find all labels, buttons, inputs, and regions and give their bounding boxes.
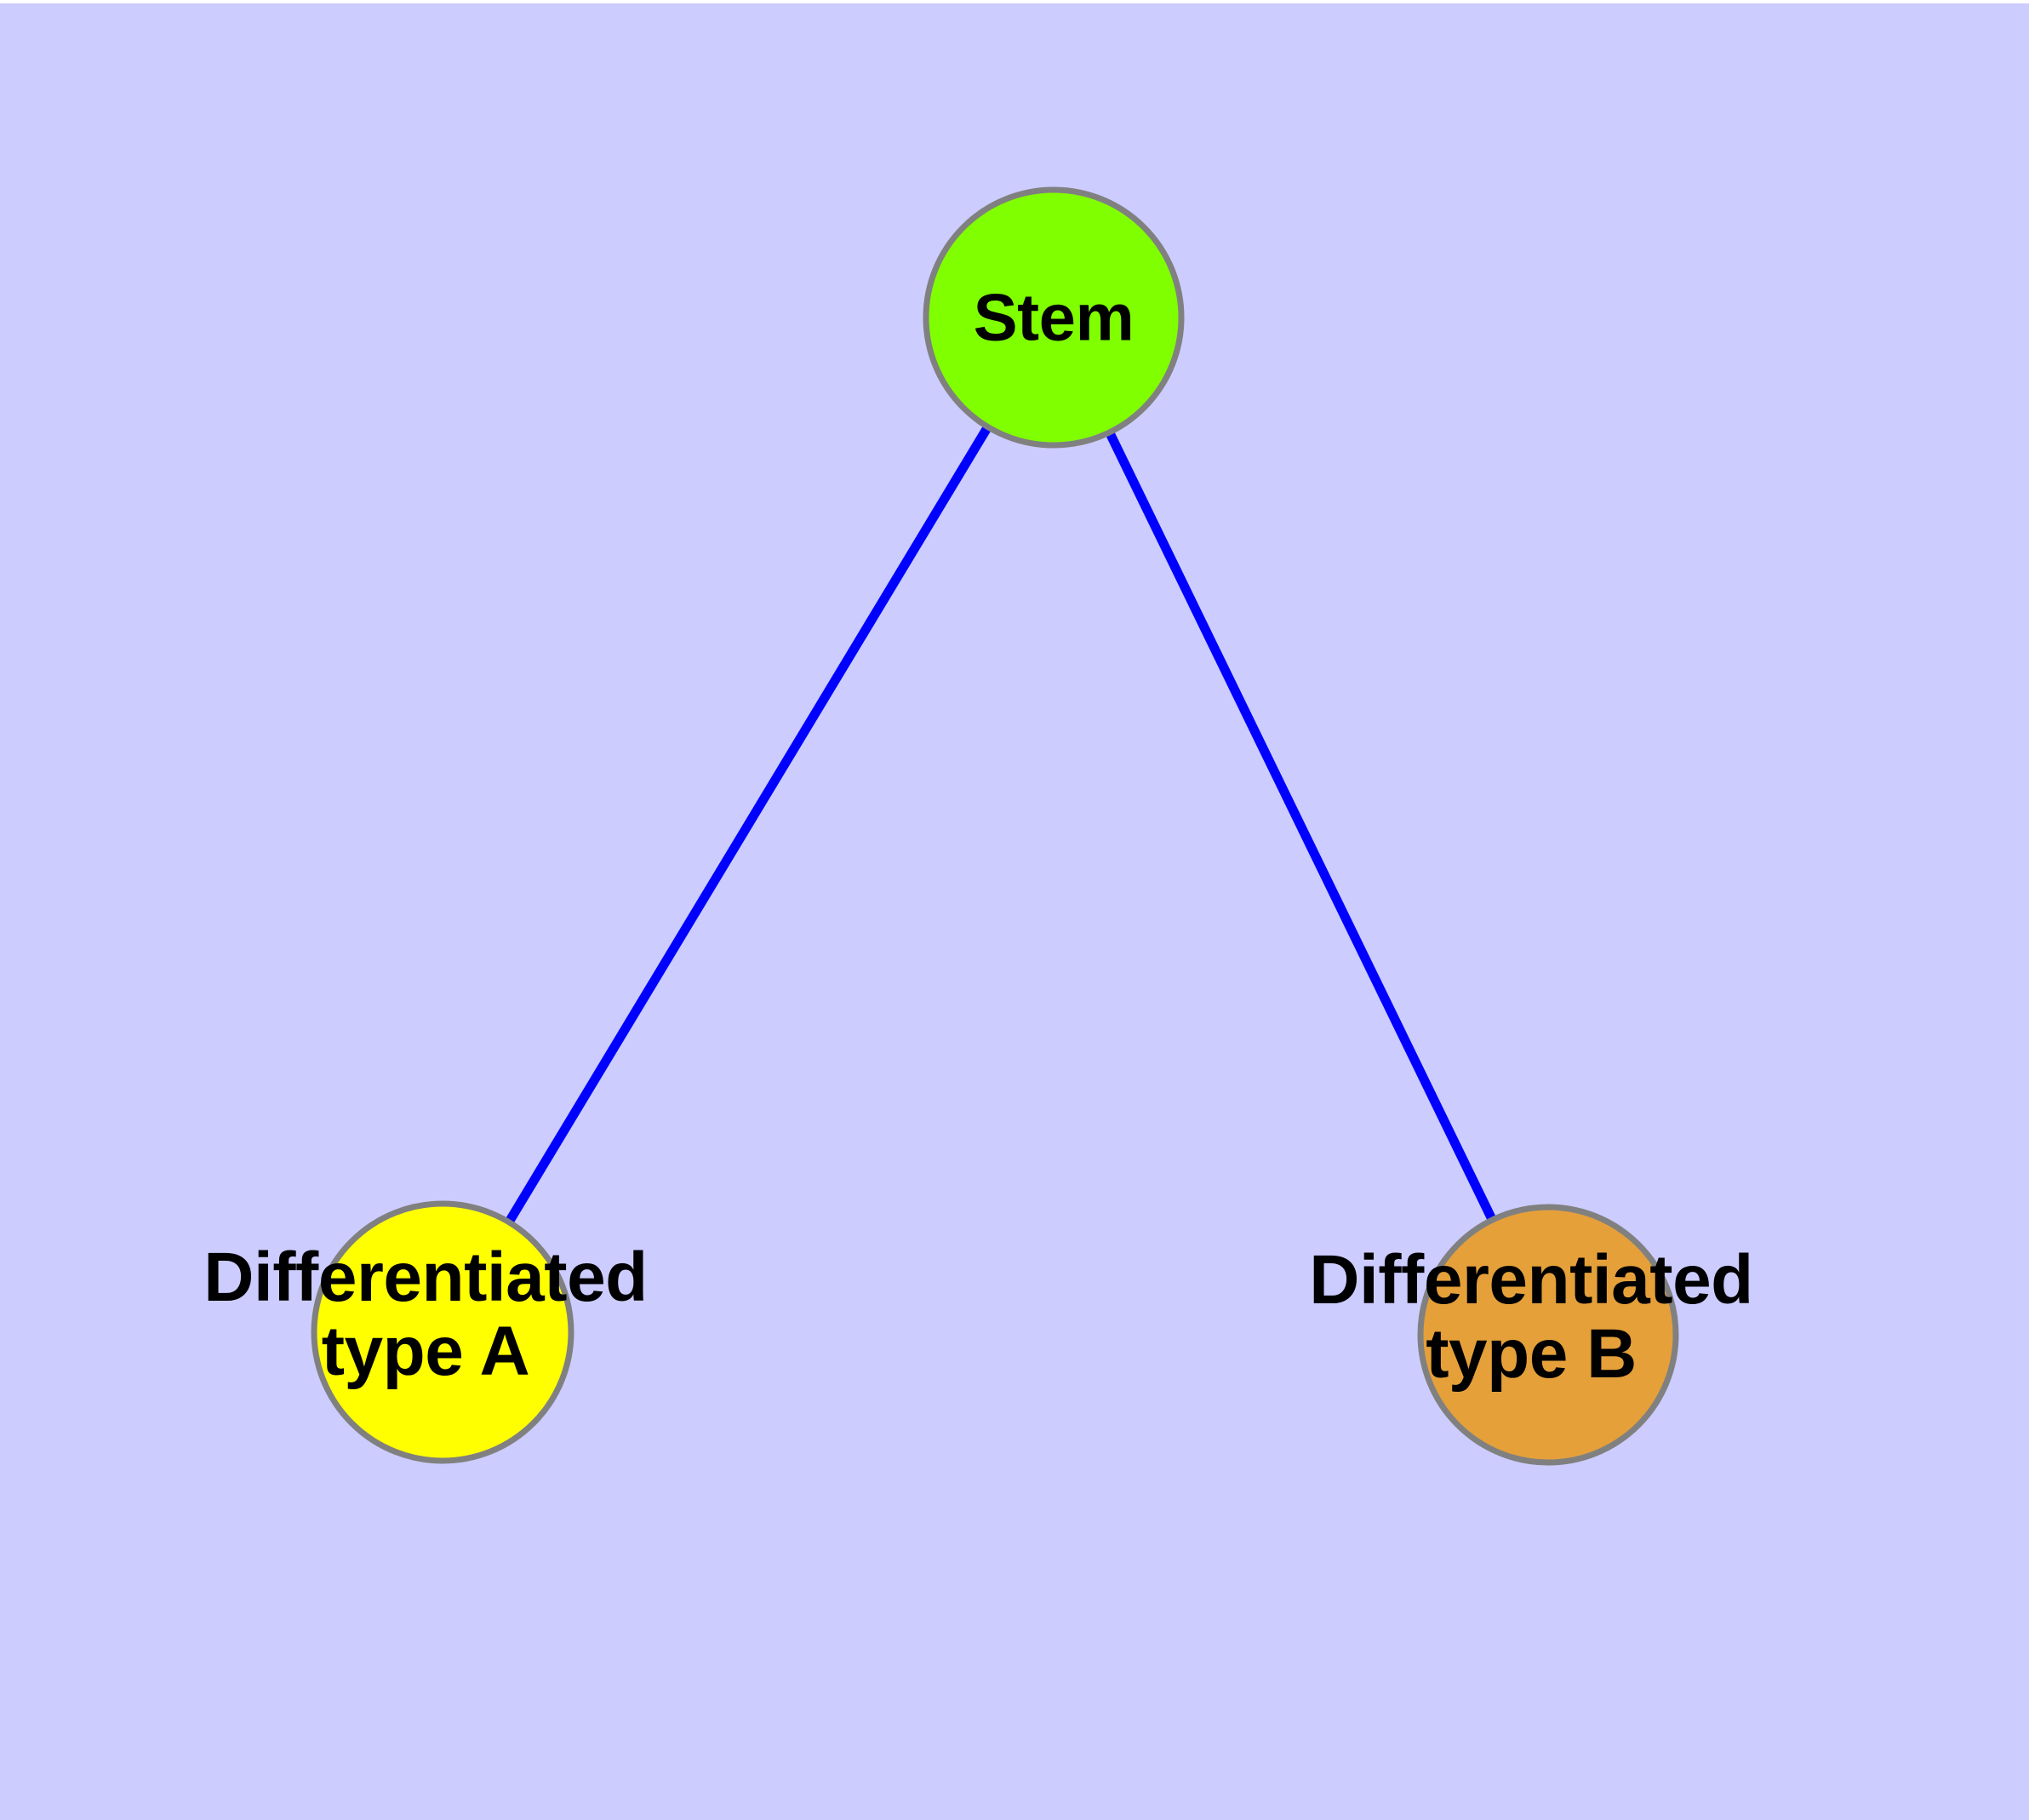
nodes-layer — [311, 186, 1679, 1466]
edge-stem-diff-a — [506, 426, 992, 1223]
edge-stem-diff-b — [1106, 432, 1496, 1221]
edges-layer — [506, 426, 1496, 1223]
node-stem[interactable] — [923, 186, 1185, 449]
node-diff_b[interactable] — [1417, 1204, 1679, 1466]
node-diff_a[interactable] — [311, 1200, 574, 1464]
